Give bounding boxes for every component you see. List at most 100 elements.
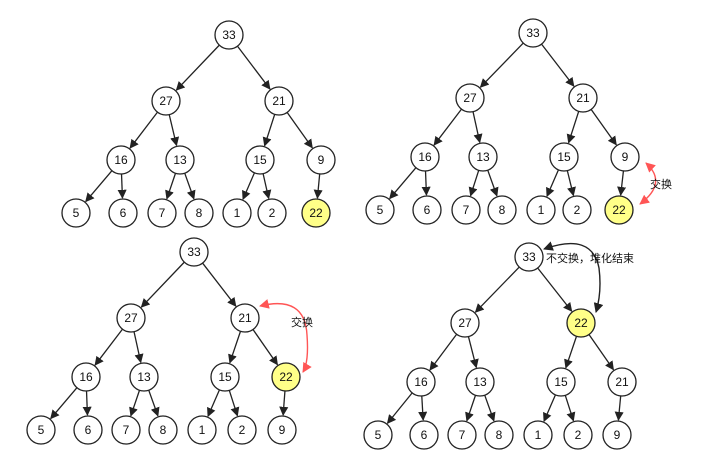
node-circle bbox=[514, 242, 544, 272]
node-label: 9 bbox=[279, 423, 286, 437]
heap-node: 33 bbox=[518, 18, 548, 48]
node-label: 16 bbox=[418, 150, 432, 164]
node-circle bbox=[245, 145, 275, 175]
heap-node: 16 bbox=[71, 362, 101, 392]
heap-node: 1 bbox=[523, 420, 553, 450]
heap-node: 21 bbox=[568, 83, 598, 113]
node-circle bbox=[549, 142, 579, 172]
node-label: 33 bbox=[222, 28, 236, 42]
heap-node: 22 bbox=[604, 195, 634, 225]
node-circle bbox=[151, 86, 181, 116]
heap-node: 1 bbox=[222, 198, 252, 228]
tree-edge bbox=[433, 108, 463, 146]
node-circle bbox=[111, 415, 141, 445]
node-label: 22 bbox=[279, 370, 293, 384]
node-label: 21 bbox=[576, 91, 590, 105]
node-circle bbox=[409, 420, 439, 450]
tree-edge bbox=[421, 170, 431, 196]
node-label: 27 bbox=[458, 316, 472, 330]
tree-edge bbox=[566, 111, 580, 144]
tree-edge bbox=[228, 331, 242, 364]
node-circle bbox=[412, 195, 442, 225]
node-label: 5 bbox=[73, 206, 80, 220]
heap-node: 15 bbox=[210, 362, 240, 392]
node-circle bbox=[26, 415, 56, 445]
tree-edge bbox=[472, 111, 483, 144]
node-label: 1 bbox=[199, 423, 206, 437]
node-circle bbox=[222, 198, 252, 228]
tree-edge bbox=[140, 261, 185, 308]
node-circle bbox=[214, 20, 244, 50]
no-swap-arrow bbox=[543, 241, 604, 313]
node-circle bbox=[607, 367, 637, 397]
heap-node: 8 bbox=[487, 195, 517, 225]
tree-edge bbox=[252, 329, 278, 366]
heap-node: 2 bbox=[563, 420, 593, 450]
node-label: 21 bbox=[238, 311, 252, 325]
node-circle bbox=[568, 83, 598, 113]
node-label: 13 bbox=[476, 150, 490, 164]
tree-edge bbox=[546, 169, 560, 198]
no-swap-label: 不交换，堆化结束 bbox=[546, 251, 634, 265]
heap-node: 8 bbox=[148, 415, 178, 445]
swap-label: 交换 bbox=[650, 177, 672, 191]
tree-edge bbox=[484, 394, 496, 422]
tree-edge bbox=[129, 111, 159, 149]
node-label: 13 bbox=[137, 370, 151, 384]
node-label: 22 bbox=[574, 316, 588, 330]
node-circle bbox=[447, 420, 477, 450]
tree-edge bbox=[133, 331, 144, 364]
node-circle bbox=[73, 415, 103, 445]
node-circle bbox=[267, 415, 297, 445]
node-circle bbox=[106, 145, 136, 175]
tree-edge bbox=[465, 395, 477, 422]
node-label: 15 bbox=[253, 153, 267, 167]
node-label: 16 bbox=[114, 153, 128, 167]
heap-node: 13 bbox=[468, 142, 498, 172]
node-label: 8 bbox=[160, 423, 167, 437]
heap-node: 16 bbox=[406, 367, 436, 397]
node-circle bbox=[518, 18, 548, 48]
node-label: 5 bbox=[38, 423, 45, 437]
node-circle bbox=[363, 420, 393, 450]
tree-edge bbox=[590, 109, 617, 146]
node-label: 22 bbox=[309, 206, 323, 220]
heap-node: 1 bbox=[187, 415, 217, 445]
node-label: 21 bbox=[615, 375, 629, 389]
node-circle bbox=[230, 303, 260, 333]
node-label: 6 bbox=[85, 423, 92, 437]
node-label: 1 bbox=[535, 428, 542, 442]
heap-node: 9 bbox=[267, 415, 297, 445]
node-label: 33 bbox=[526, 26, 540, 40]
node-label: 1 bbox=[234, 206, 241, 220]
tree-edge bbox=[566, 170, 576, 197]
node-label: 15 bbox=[218, 370, 232, 384]
heap-node: 7 bbox=[147, 198, 177, 228]
tree-edge bbox=[168, 114, 180, 147]
heap-node: 22 bbox=[566, 308, 596, 338]
node-label: 2 bbox=[575, 428, 582, 442]
heap-node: 5 bbox=[26, 415, 56, 445]
highlighted-node-circle bbox=[604, 195, 634, 225]
node-circle bbox=[523, 420, 553, 450]
heap-node: 6 bbox=[409, 420, 439, 450]
heap-node: 7 bbox=[111, 415, 141, 445]
node-label: 2 bbox=[269, 206, 276, 220]
heap-node: 33 bbox=[179, 237, 209, 267]
node-circle bbox=[147, 198, 177, 228]
heap-node: 6 bbox=[412, 195, 442, 225]
tree-edge bbox=[207, 389, 221, 418]
node-circle bbox=[562, 195, 592, 225]
heap-node: 16 bbox=[410, 142, 440, 172]
swap-arrow bbox=[259, 299, 312, 373]
tree-edge bbox=[429, 333, 458, 371]
node-label: 15 bbox=[557, 150, 571, 164]
node-circle bbox=[455, 83, 485, 113]
swap-label: 交换 bbox=[291, 315, 313, 329]
heap-node: 9 bbox=[610, 142, 640, 172]
node-label: 6 bbox=[421, 428, 428, 442]
tree-edge bbox=[286, 112, 313, 149]
heap-node: 5 bbox=[365, 195, 395, 225]
node-circle bbox=[227, 415, 257, 445]
tree-edge bbox=[474, 266, 520, 313]
